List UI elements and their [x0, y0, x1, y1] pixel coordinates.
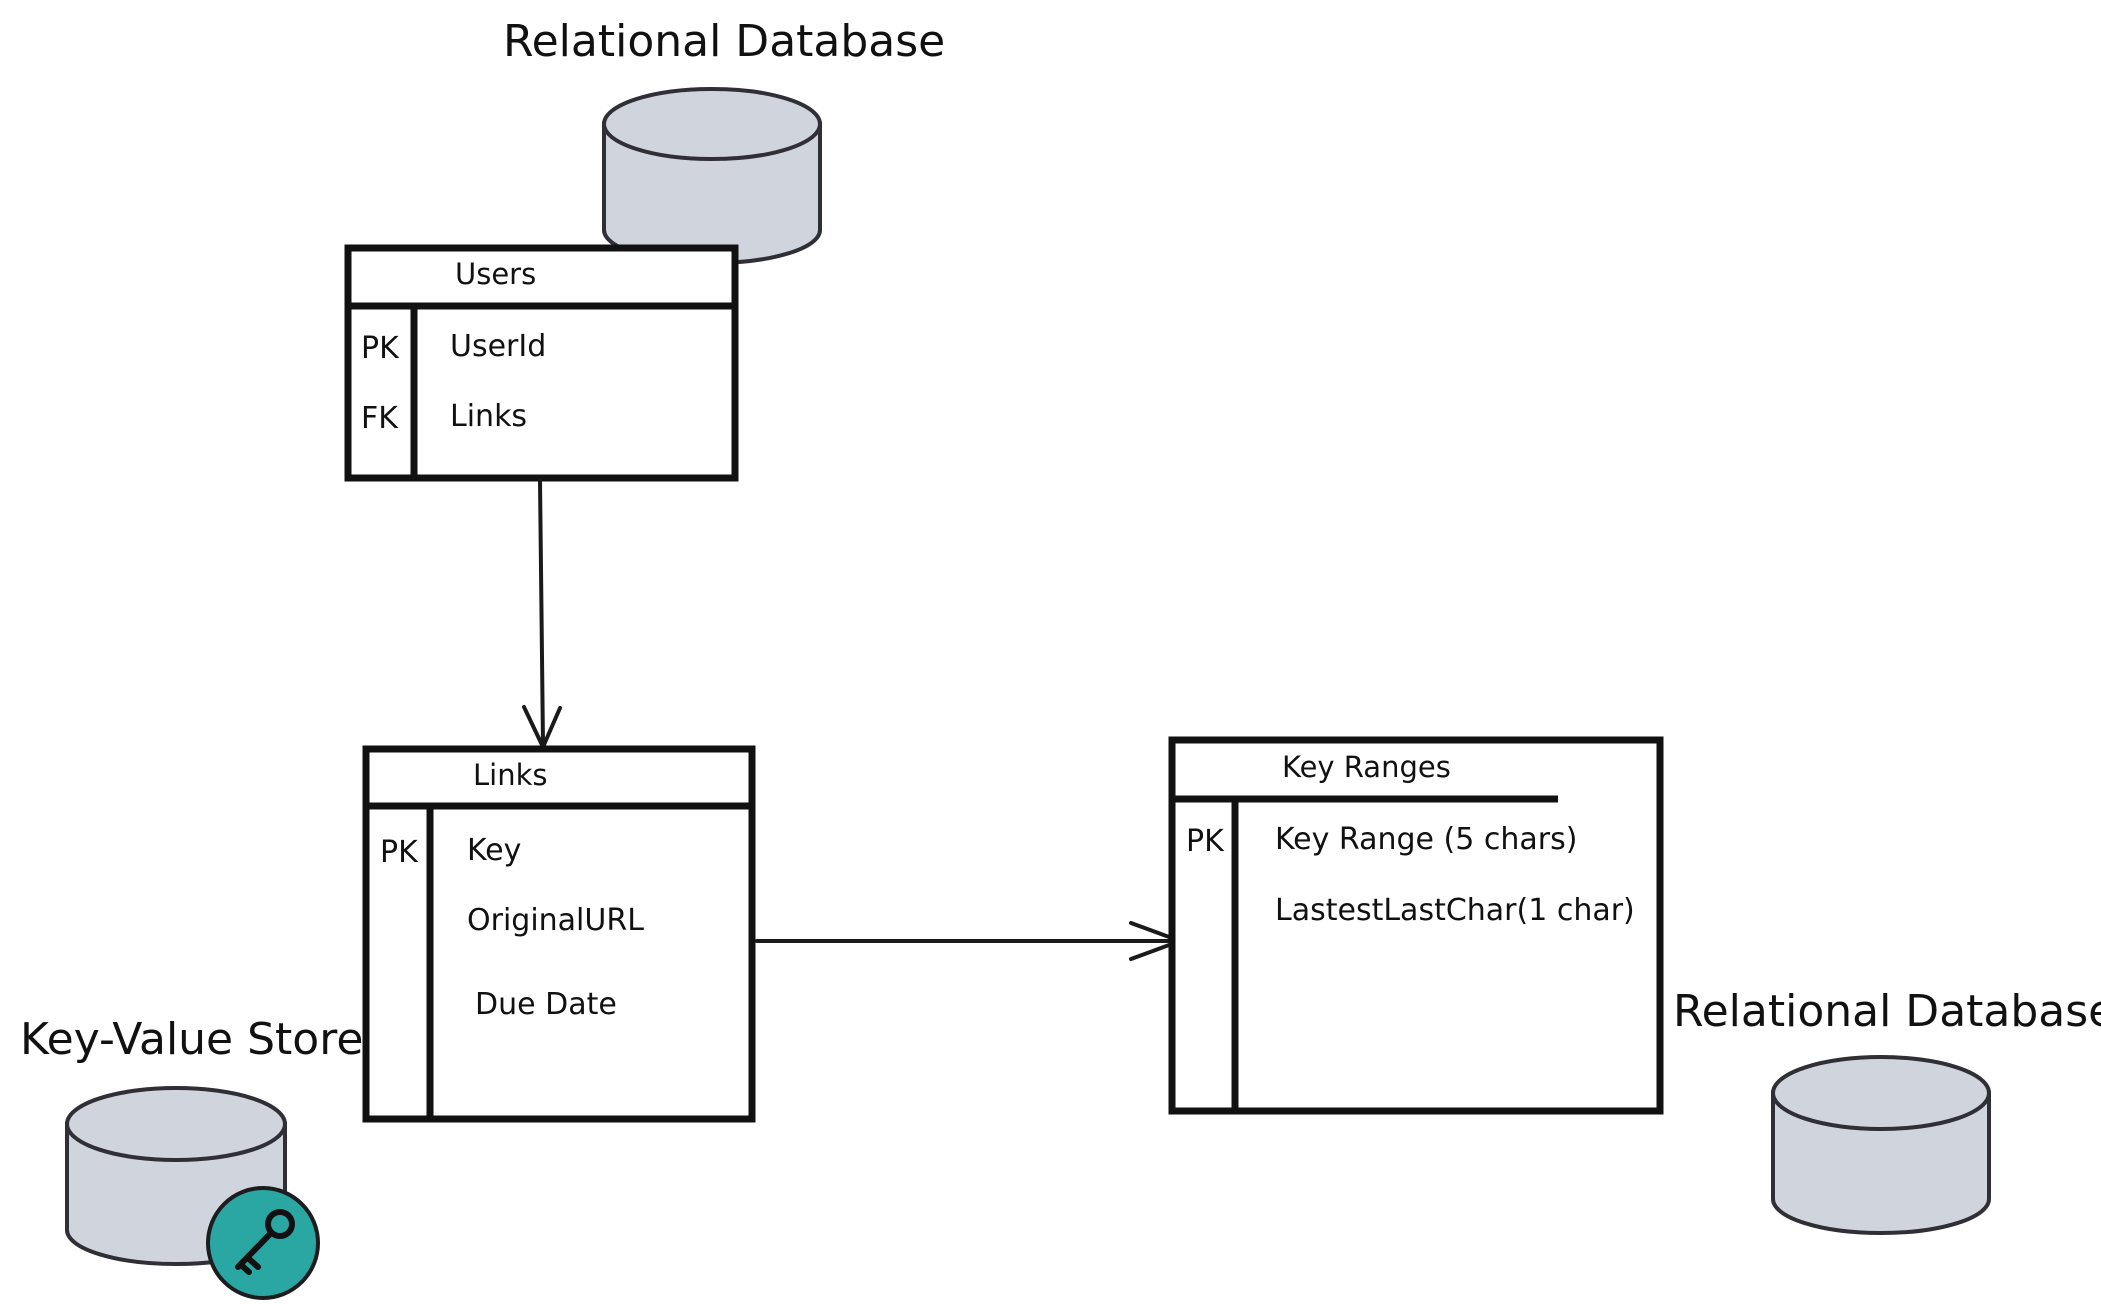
users-row-field: UserId [450, 329, 546, 364]
users-table[interactable]: Users PK UserId FK Links [344, 244, 739, 482]
links-row-key: PK [380, 835, 419, 870]
right-db-label: Relational Database [1673, 986, 2101, 1037]
users-row-key: PK [361, 331, 400, 366]
top-database-icon [602, 87, 822, 265]
key-icon [206, 1186, 320, 1300]
users-table-title: Users [455, 257, 536, 291]
key-ranges-row-field: LastestLastChar(1 char) [1275, 893, 1635, 928]
top-db-label: Relational Database [503, 16, 945, 67]
key-ranges-row-field: Key Range (5 chars) [1275, 822, 1577, 857]
users-to-links-arrow [522, 479, 562, 749]
key-ranges-table[interactable]: Key Ranges PK Key Range (5 chars) Lastes… [1168, 736, 1664, 1115]
links-row-field: Key [467, 833, 521, 868]
links-table[interactable]: Links PK Key OriginalURL Due Date [362, 745, 756, 1123]
users-row-key: FK [361, 401, 399, 436]
links-row-field: OriginalURL [467, 903, 644, 938]
users-row-field: Links [450, 399, 527, 434]
links-table-title: Links [473, 758, 548, 792]
links-to-key-ranges-arrow [755, 921, 1182, 961]
kv-store-label: Key-Value Store [20, 1014, 363, 1065]
links-row-field: Due Date [475, 987, 617, 1022]
right-database-icon [1771, 1055, 1991, 1235]
key-ranges-row-key: PK [1186, 824, 1225, 859]
key-ranges-table-title: Key Ranges [1282, 750, 1451, 784]
